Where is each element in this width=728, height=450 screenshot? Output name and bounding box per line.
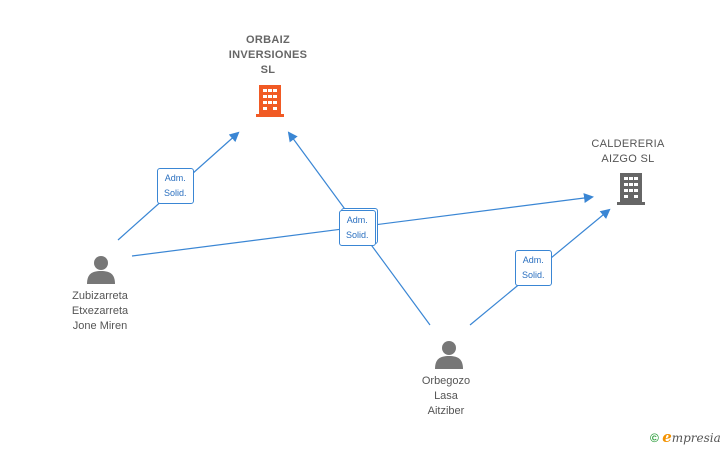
company-label-orbaiz[interactable]: ORBAIZ INVERSIONES SL	[208, 33, 328, 78]
building-icon[interactable]	[254, 84, 286, 118]
person-label-orbegozo[interactable]: Orbegozo Lasa Aitziber	[386, 374, 506, 419]
person-name-line: Orbegozo	[421, 375, 471, 387]
edge-label-line: Solid.	[522, 270, 545, 280]
person-icon[interactable]	[434, 339, 464, 369]
copyright-icon: ©	[650, 431, 659, 445]
person-name-line: Aitziber	[427, 405, 465, 417]
edge-label-line: Solid.	[346, 230, 369, 240]
edge-label-orbegozo-caldereria[interactable]: Adm. Solid.	[515, 250, 552, 286]
edge-label-line: Adm.	[522, 255, 544, 265]
building-icon[interactable]	[615, 172, 647, 206]
company-label-caldereria[interactable]: CALDERERIA AIZGO SL	[568, 137, 688, 167]
company-name-line: CALDERERIA	[591, 138, 665, 150]
person-name-line: Etxezarreta	[71, 305, 129, 317]
person-label-zubizarreta[interactable]: Zubizarreta Etxezarreta Jone Miren	[40, 289, 160, 334]
edge-label-line: Adm.	[346, 215, 368, 225]
company-name-line: AIZGO SL	[601, 153, 655, 165]
edge-label-line: Adm.	[164, 173, 186, 183]
brand-logo-e: e	[662, 428, 672, 446]
person-icon[interactable]	[86, 254, 116, 284]
person-name-line: Jone Miren	[72, 320, 128, 332]
edge-label-zubizarreta-caldereria[interactable]: Adm. Solid.	[339, 210, 376, 246]
brand-logo-text: mpresia	[671, 431, 721, 445]
edge-label-line: Solid.	[164, 188, 187, 198]
company-name-line: SL	[260, 64, 276, 76]
company-name-line: INVERSIONES	[228, 49, 308, 61]
empresia-brand[interactable]: © empresia	[650, 428, 721, 446]
person-name-line: Lasa	[434, 390, 458, 402]
company-name-line: ORBAIZ	[246, 34, 290, 46]
edge-label-zubizarreta-orbaiz[interactable]: Adm. Solid.	[157, 168, 194, 204]
person-name-line: Zubizarreta	[72, 290, 128, 302]
